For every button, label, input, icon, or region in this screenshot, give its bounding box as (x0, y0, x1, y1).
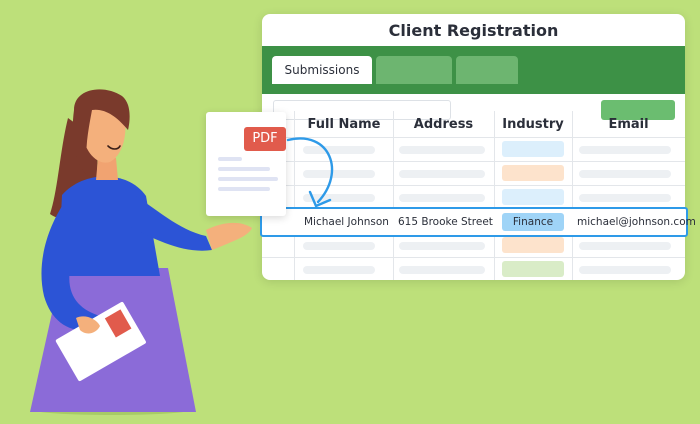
industry-badge-placeholder (502, 189, 564, 205)
column-header-address[interactable]: Address (413, 117, 474, 132)
front-hair (72, 89, 130, 176)
right-hand (206, 222, 252, 250)
column-divider (294, 111, 295, 280)
industry-badge-placeholder (502, 261, 564, 277)
doc-line (218, 157, 242, 161)
placeholder-cell (399, 146, 485, 154)
placeholder-cell (579, 266, 671, 274)
column-divider (393, 111, 394, 280)
action-button[interactable] (601, 100, 675, 120)
toolbar (262, 94, 685, 128)
placeholder-cell (399, 242, 485, 250)
row-divider (262, 137, 685, 138)
neck (96, 158, 118, 180)
doc-line (218, 167, 270, 171)
cell-full-name: Michael Johnson (304, 216, 389, 228)
column-header-email[interactable]: Email (608, 117, 649, 132)
left-arm (41, 200, 100, 331)
column-header-industry[interactable]: Industry (502, 117, 564, 132)
tab-bar: Submissions (262, 46, 685, 94)
placeholder-cell (303, 242, 375, 250)
tab-2[interactable] (376, 56, 452, 84)
placeholder-cell (399, 266, 485, 274)
placeholder-cell (399, 194, 485, 202)
window-title: Client Registration (388, 21, 559, 40)
industry-badge-placeholder (502, 237, 564, 253)
industry-badge-placeholder (502, 165, 564, 181)
column-divider (494, 111, 495, 280)
placeholder-cell (303, 146, 375, 154)
placeholder-cell (579, 170, 671, 178)
right-arm (128, 194, 212, 251)
doc-line (218, 177, 278, 181)
row-divider (262, 257, 685, 258)
folder (55, 301, 146, 382)
industry-badge: Finance (502, 213, 564, 231)
industry-badge-placeholder (502, 141, 564, 157)
placeholder-cell (579, 146, 671, 154)
doc-line (218, 187, 270, 191)
highlighted-table-row[interactable]: Michael Johnson 615 Brooke Street Financ… (260, 207, 696, 237)
placeholder-cell (579, 242, 671, 250)
placeholder-cell (399, 170, 485, 178)
tab-submissions[interactable]: Submissions (272, 56, 372, 84)
search-input[interactable] (273, 100, 451, 120)
pdf-icon: PDF (244, 127, 286, 151)
column-divider (572, 111, 573, 280)
row-divider (262, 185, 685, 186)
placeholder-cell (579, 194, 671, 202)
left-hand (76, 316, 100, 334)
submissions-table: Full Name Address Industry Email (262, 111, 685, 280)
cell-address: 615 Brooke Street (398, 216, 493, 228)
row-divider (262, 161, 685, 162)
placeholder-cell (303, 266, 375, 274)
tab-3[interactable] (456, 56, 518, 84)
smile (107, 145, 121, 150)
cell-email: michael@johnson.com (577, 216, 696, 228)
placeholder-cell (303, 194, 375, 202)
column-header-full-name[interactable]: Full Name (307, 117, 381, 132)
placeholder-cell (303, 170, 375, 178)
